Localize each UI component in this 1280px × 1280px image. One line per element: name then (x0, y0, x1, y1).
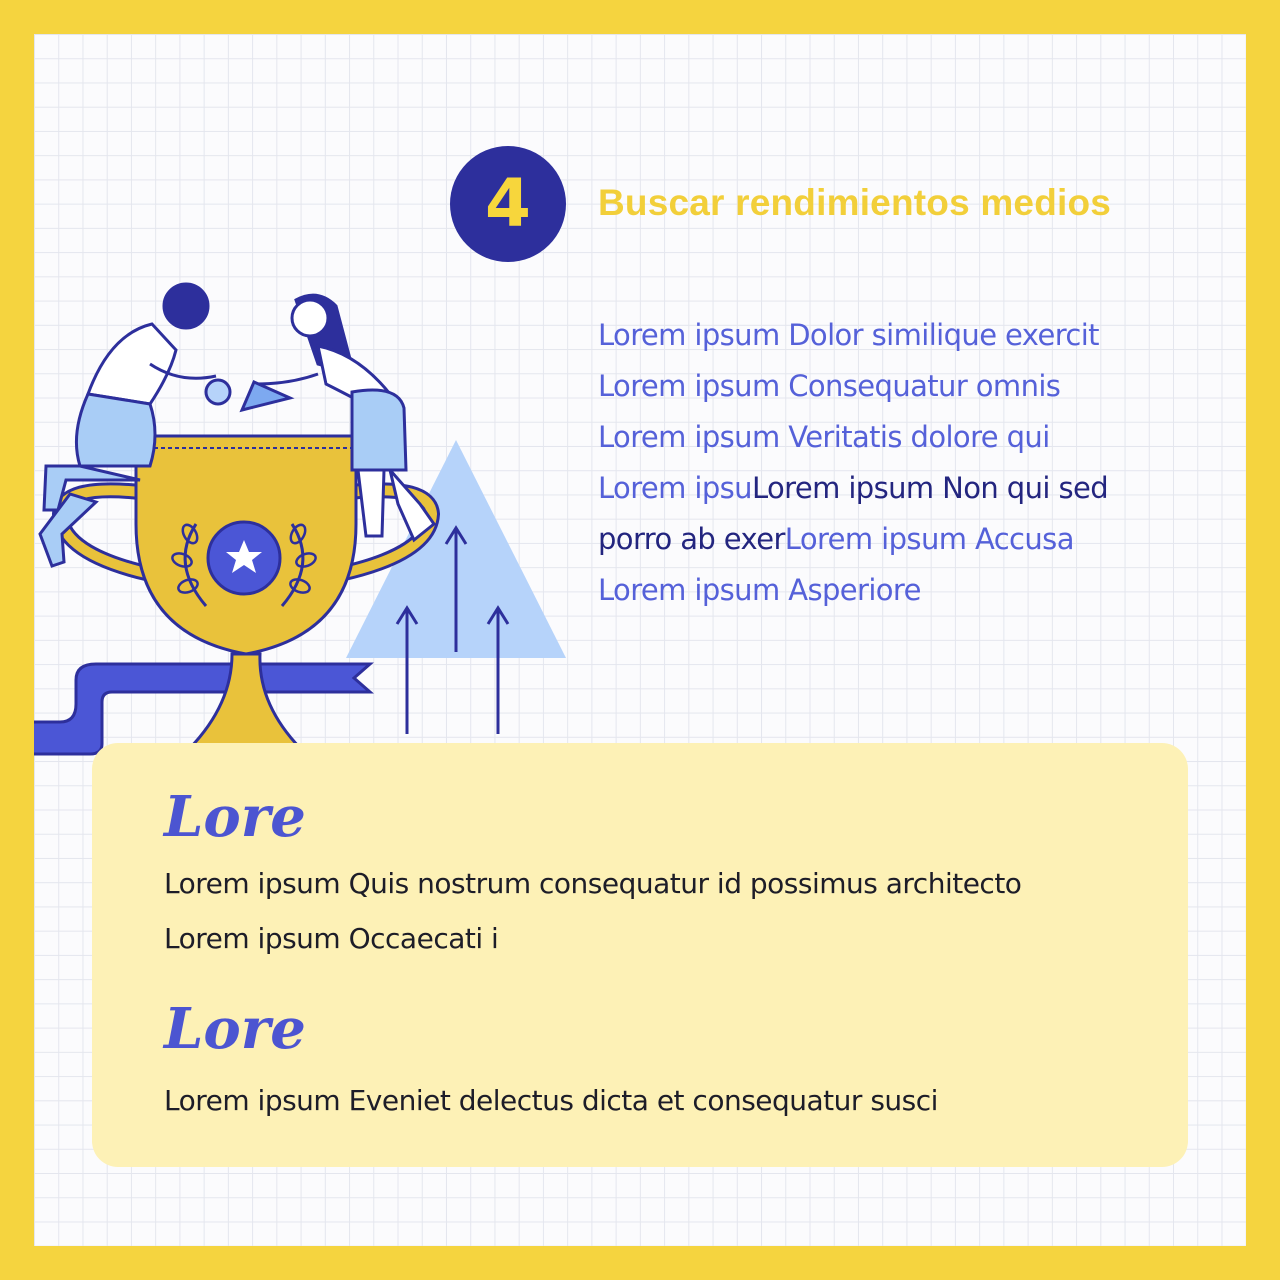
info-card: Lore Lorem ipsum Quis nostrum consequatu… (92, 743, 1188, 1167)
step-title: Buscar rendimientos medios (598, 182, 1112, 223)
growth-arrows (395, 525, 510, 734)
card-line: Lorem ipsum Quis nostrum consequatur id … (164, 867, 1022, 900)
card-heading: Lore (164, 996, 306, 1062)
description-line: Lorem ipsum Dolor similique exercit (598, 310, 1198, 361)
card-line: Lorem ipsum Occaecati i (164, 922, 499, 955)
card-paragraph: Lorem ipsum Eveniet delectus dicta et co… (164, 1073, 938, 1128)
step-number: 4 (485, 165, 531, 242)
card-line: Lorem ipsum Eveniet delectus dicta et co… (164, 1084, 938, 1117)
description-line: Lorem ipsum Veritatis dolore qui (598, 412, 1198, 463)
description-text: Lorem ipsum Dolor similique exercit Lore… (598, 310, 1198, 616)
description-line: Lorem ipsuLorem ipsum Non qui sed (598, 463, 1198, 514)
description-fragment: Lorem ipsum Veritatis dolore qui (598, 420, 1050, 454)
star-icon (226, 540, 262, 573)
description-fragment-dark: porro ab exer (598, 522, 785, 556)
description-line: Lorem ipsum Asperiore (598, 565, 1198, 616)
slide-page: 4 Buscar rendimientos medios Lorem ipsum… (34, 34, 1246, 1246)
description-line: porro ab exerLorem ipsum Accusa (598, 514, 1198, 565)
man-figure (38, 282, 232, 568)
woman-figure (239, 293, 437, 543)
card-paragraph: Lorem ipsum Quis nostrum consequatur id … (164, 856, 1022, 966)
card-heading: Lore (164, 784, 306, 850)
description-fragment-dark: Lorem ipsum Non qui sed (751, 471, 1109, 505)
description-fragment: Lorem ipsu (598, 471, 753, 505)
step-number-badge: 4 (450, 146, 566, 262)
description-fragment: Lorem ipsum Accusa (784, 522, 1075, 556)
description-fragment: Lorem ipsum Asperiore (598, 573, 921, 607)
description-fragment: Lorem ipsum Dolor similique exercit (598, 318, 1100, 352)
description-fragment: Lorem ipsum Consequatur omnis (598, 369, 1061, 403)
trophy-teamwork-illustration (34, 282, 566, 774)
description-line: Lorem ipsum Consequatur omnis (598, 361, 1198, 412)
